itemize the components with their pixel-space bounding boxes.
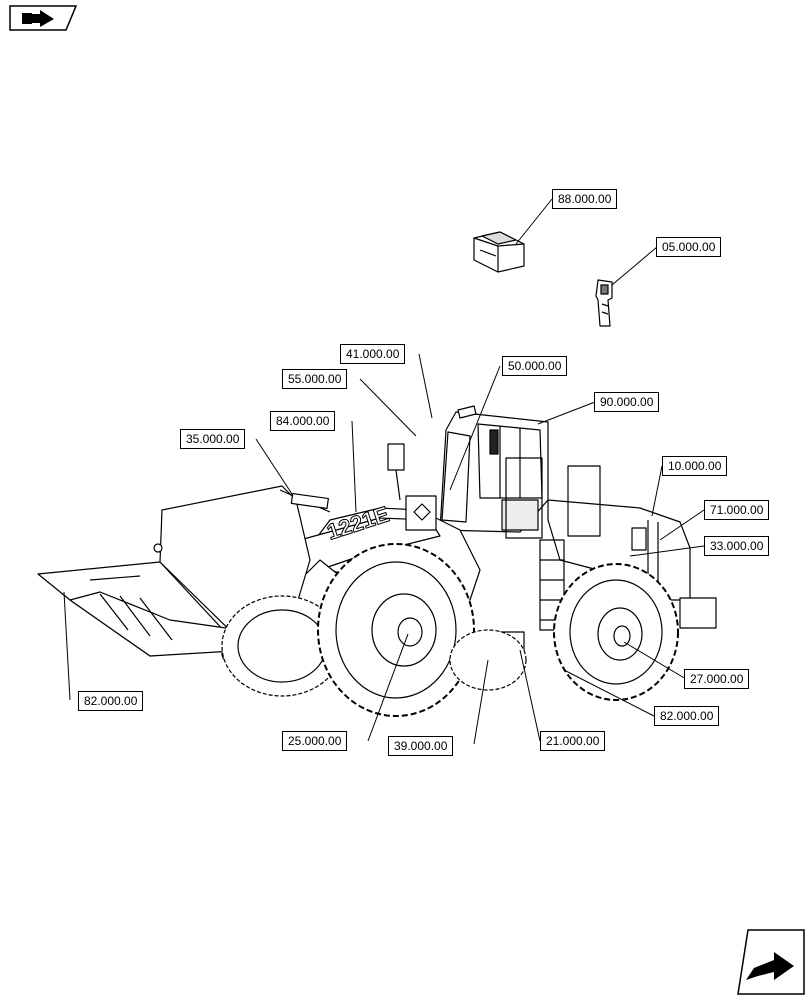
callout-33[interactable]: 33.000.00 <box>704 536 770 556</box>
front-tire <box>317 543 475 717</box>
callout-10[interactable]: 10.000.00 <box>662 456 728 476</box>
rear-tire <box>553 563 679 701</box>
callout-84[interactable]: 84.000.00 <box>270 411 336 431</box>
callout-05[interactable]: 05.000.00 <box>656 237 722 257</box>
callout-25[interactable]: 25.000.00 <box>282 731 348 751</box>
callout-90[interactable]: 90.000.00 <box>594 392 660 412</box>
leader-lines <box>63 198 705 745</box>
next-page-arrow-icon[interactable] <box>736 928 806 996</box>
callout-55[interactable]: 55.000.00 <box>282 369 348 389</box>
callout-35[interactable]: 35.000.00 <box>180 429 246 449</box>
callout-82-right[interactable]: 82.000.00 <box>654 706 720 726</box>
bucket <box>37 485 331 657</box>
callout-71[interactable]: 71.000.00 <box>704 500 770 520</box>
callout-21[interactable]: 21.000.00 <box>540 731 606 751</box>
callout-39[interactable]: 39.000.00 <box>388 736 454 756</box>
engine-hood <box>547 499 717 629</box>
previous-page-arrow-icon[interactable] <box>8 4 78 32</box>
toolbox-part <box>473 231 525 273</box>
callout-41[interactable]: 41.000.00 <box>340 344 406 364</box>
callout-27[interactable]: 27.000.00 <box>684 669 750 689</box>
callout-82-left[interactable]: 82.000.00 <box>78 691 144 711</box>
access-ladder <box>505 457 601 631</box>
rear-left-tire <box>221 595 343 697</box>
key-part <box>595 279 613 327</box>
callout-50[interactable]: 50.000.00 <box>502 356 568 376</box>
operator-cab <box>439 405 549 533</box>
callout-88[interactable]: 88.000.00 <box>552 189 618 209</box>
